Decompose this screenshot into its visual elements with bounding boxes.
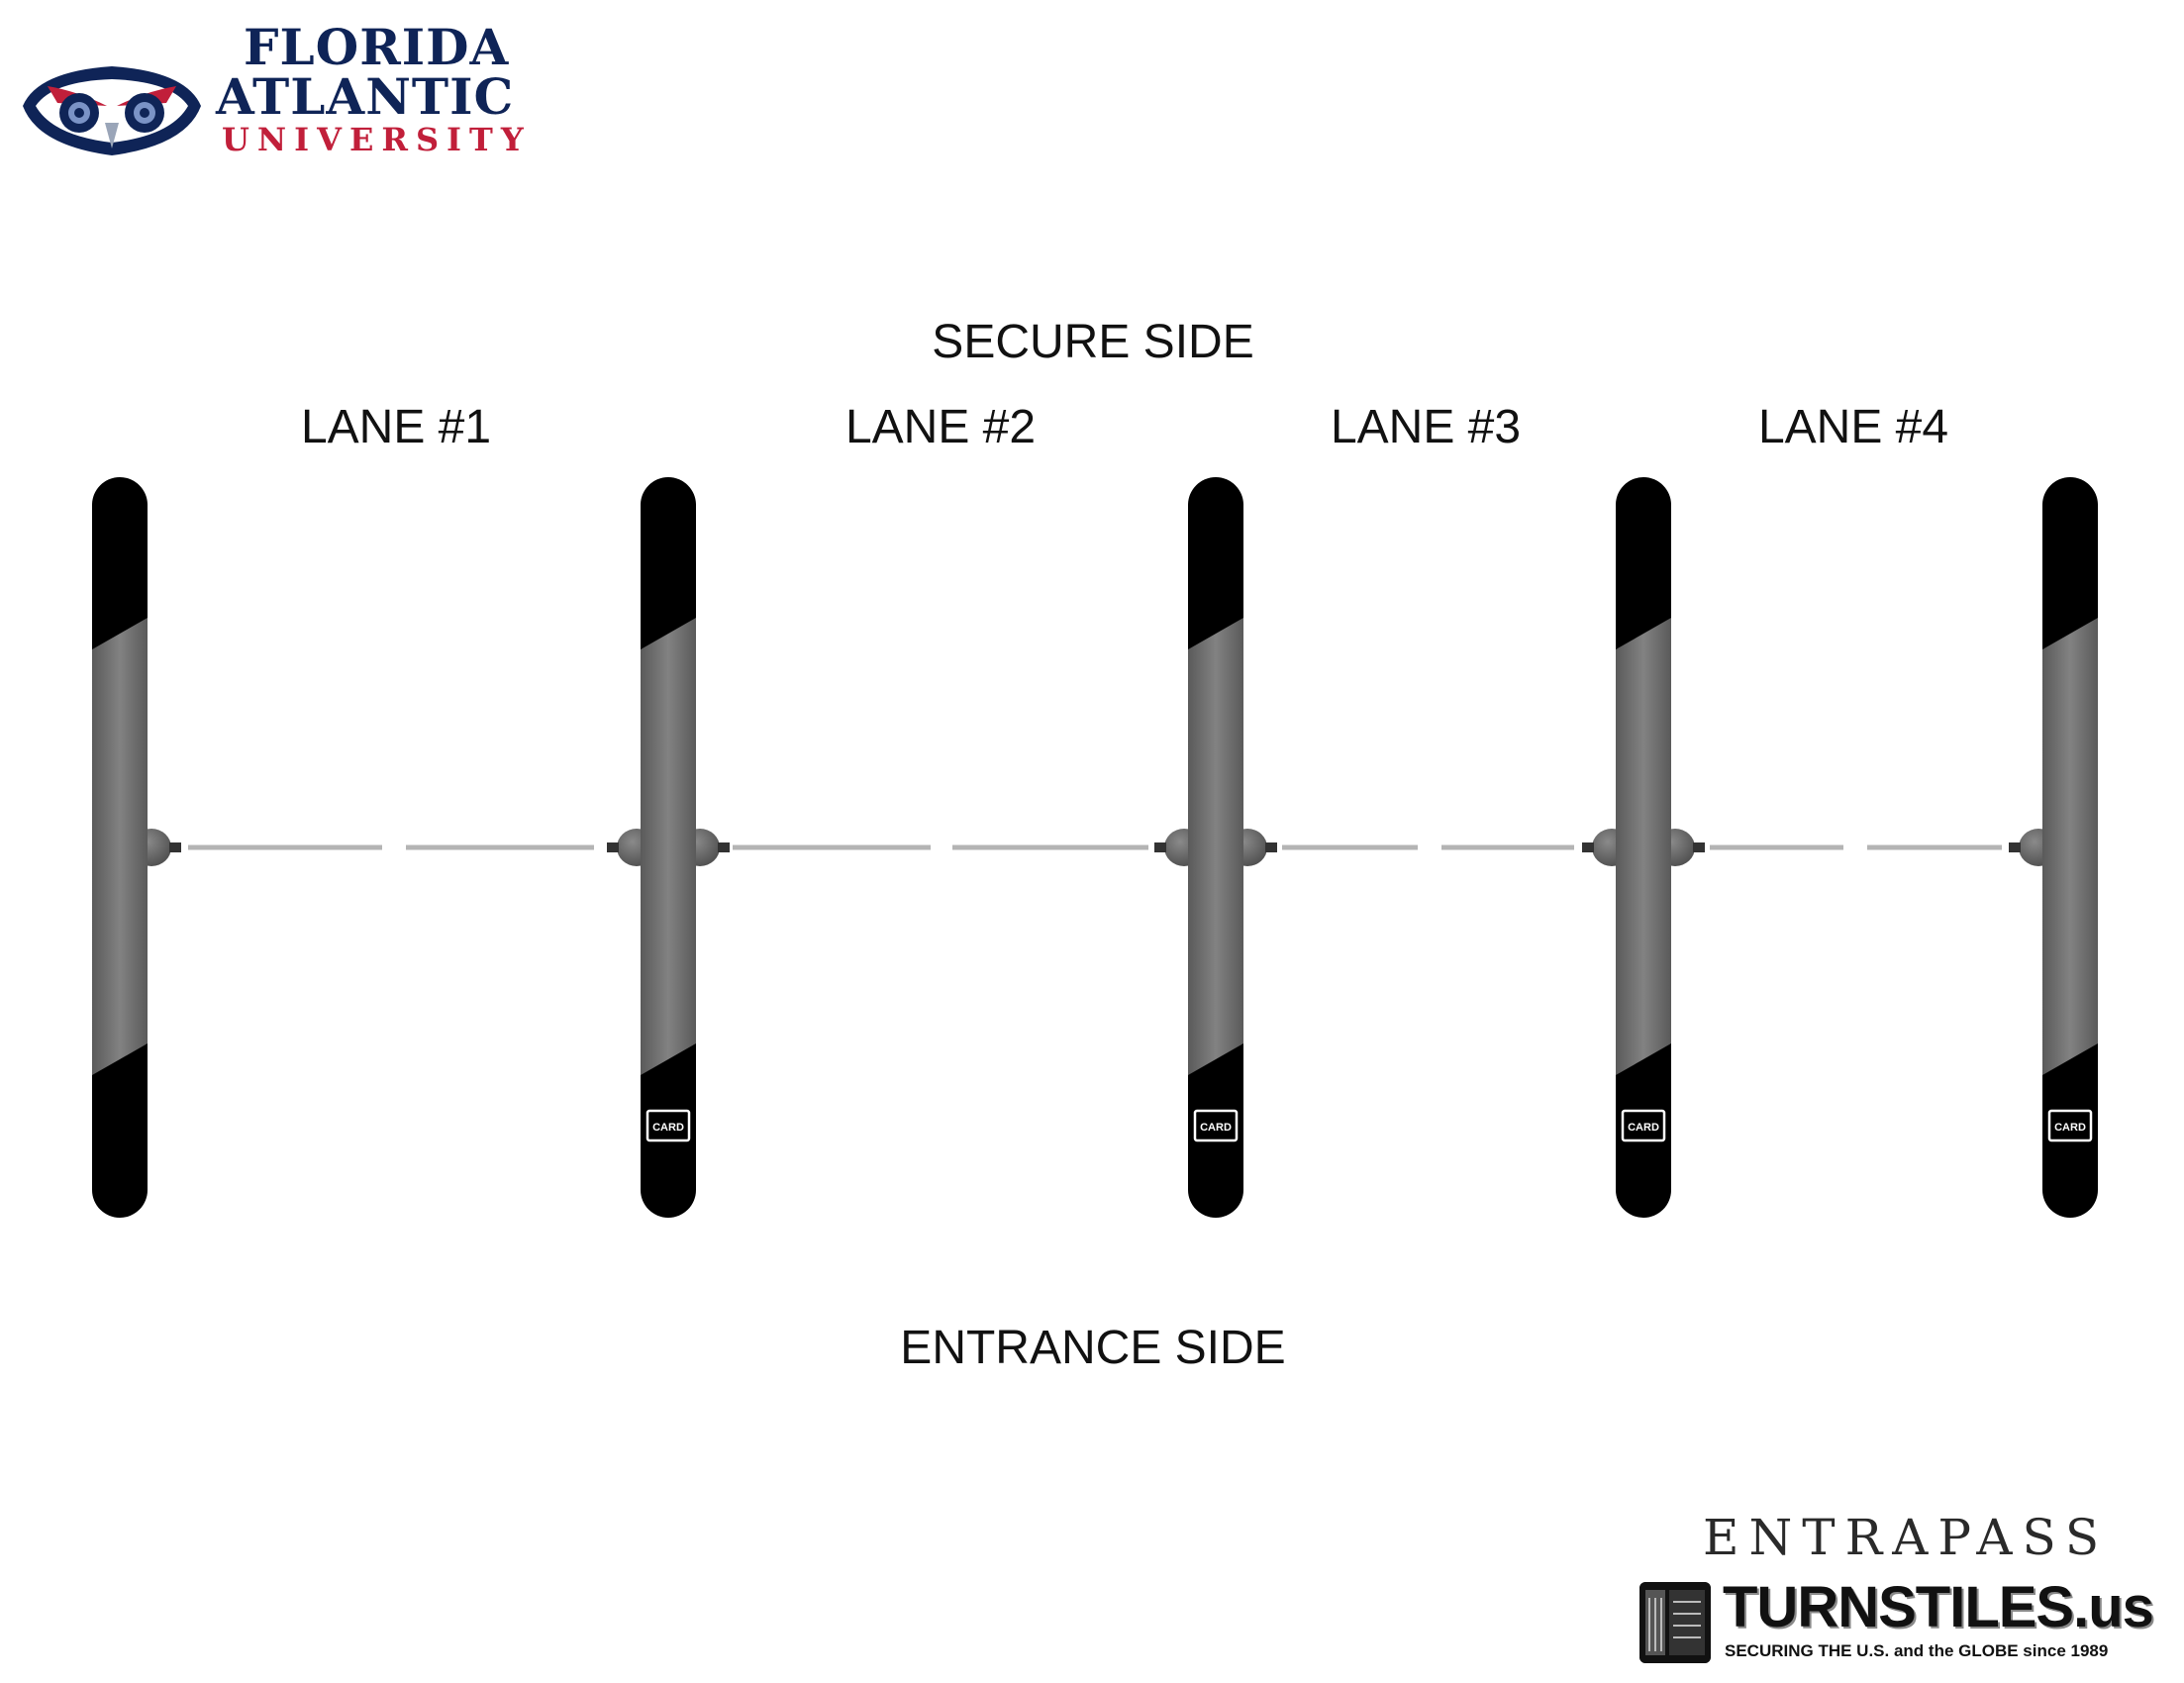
fau-wordmark-atlantic: ATLANTIC [216, 67, 515, 126]
lane-label-2: LANE #2 [844, 401, 1037, 453]
turnstile-building-icon [1639, 1582, 1711, 1663]
pedestal-body [2042, 618, 2098, 1075]
pedestal-body [1188, 618, 1243, 1075]
arm-connector [1582, 842, 1594, 852]
lane-label-4: LANE #4 [1757, 401, 1949, 453]
pedestal-body [641, 618, 696, 1075]
card-reader-icon [1193, 1109, 1239, 1142]
arm-connector [2009, 842, 2021, 852]
arm-connector [607, 842, 619, 852]
entrapass-logo: ENTRAPASS [1703, 1509, 2110, 1566]
card-reader-label: CARD [2054, 1122, 2086, 1134]
card-reader-icon [2047, 1109, 2093, 1142]
lane-label-1: LANE #1 [300, 401, 492, 453]
card-reader-label: CARD [1628, 1122, 1659, 1134]
pedestal-1 [92, 477, 181, 1218]
arm-connector [718, 842, 730, 852]
fau-wordmark-university: UNIVERSITY [222, 121, 532, 158]
arm-connector [169, 842, 181, 852]
card-reader-label: CARD [1200, 1122, 1232, 1134]
card-reader-label: CARD [652, 1122, 684, 1134]
turnstile-diagram: CARD CARD CARD CARD [92, 477, 2098, 1218]
arm-connector [1693, 842, 1705, 852]
arm-connector [1154, 842, 1166, 852]
pedestal-body [1616, 618, 1671, 1075]
owl-icon [23, 66, 201, 155]
fau-wordmark-florida: FLORIDA [244, 18, 510, 76]
entrance-side-label: ENTRANCE SIDE [900, 1322, 1286, 1374]
fau-logo: FLORIDA ATLANTIC UNIVERSITY [18, 18, 552, 166]
pedestal-3: CARD [1154, 477, 1277, 1218]
pedestal-body [92, 618, 148, 1075]
lane-label-3: LANE #3 [1330, 401, 1522, 453]
pedestal-2: CARD [607, 477, 730, 1218]
card-reader-icon [645, 1109, 691, 1142]
card-reader-icon [1621, 1109, 1666, 1142]
pedestal-4: CARD [1582, 477, 1705, 1218]
turnstiles-brand: TURNSTILES.us SECURING THE U.S. and the … [1639, 1575, 2174, 1669]
pedestals: CARD CARD CARD CARD [92, 477, 2098, 1218]
arm-connector [1265, 842, 1277, 852]
pedestal-5: CARD [2009, 477, 2098, 1218]
turnstiles-wordmark: TURNSTILES.us [1723, 1575, 2154, 1639]
turnstiles-tagline: SECURING THE U.S. and the GLOBE since 19… [1725, 1641, 2109, 1660]
secure-side-label: SECURE SIDE [932, 316, 1254, 368]
